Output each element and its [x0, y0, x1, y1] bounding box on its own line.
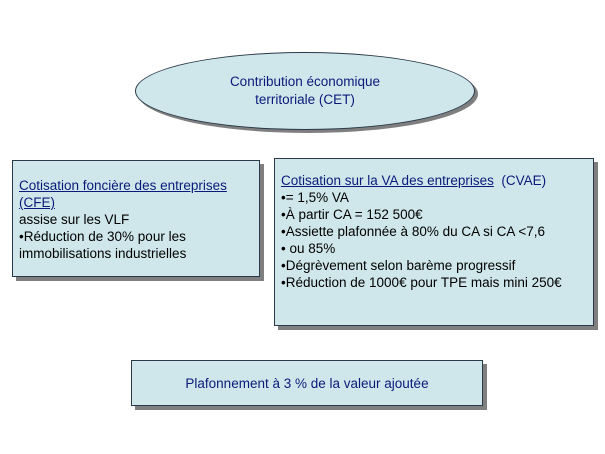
cfe-line-1: assise sur les VLF [19, 212, 130, 227]
cvae-line-6: •Réduction de 1000€ pour TPE mais mini 2… [281, 275, 562, 290]
cvae-title: Cotisation sur la VA des entreprises [281, 173, 494, 188]
cfe-title-line-1: Cotisation foncière des entreprises [19, 178, 227, 193]
cet-title-line-2: territoriale (CET) [255, 92, 355, 107]
cvae-line-5: •Dégrèvement selon barème progressif [281, 258, 516, 273]
cet-title-line-1: Contribution économique [229, 74, 381, 89]
cvae-title-row: Cotisation sur la VA des entreprises (CV… [281, 172, 593, 189]
plafonnement-text: Plafonnement à 3 % de la valeur ajoutée [185, 375, 429, 391]
plafonnement-box: Plafonnement à 3 % de la valeur ajoutée [131, 360, 483, 406]
cfe-line-2: •Réduction de 30% pour les [19, 229, 186, 244]
cvae-line-1: •= 1,5% VA [281, 190, 349, 205]
cvae-line-4: • ou 85% [281, 241, 336, 256]
cvae-line-2: •À partir CA = 152 500€ [281, 207, 423, 222]
cfe-line-3: immobilisations industrielles [19, 246, 187, 261]
cet-ellipse: Contribution économique territoriale (CE… [135, 52, 475, 130]
cfe-title-line-2: (CFE) [19, 195, 55, 210]
cvae-box: Cotisation sur la VA des entreprises (CV… [274, 158, 594, 326]
cvae-line-3: •Assiette plafonnée à 80% du CA si CA <7… [281, 224, 546, 239]
cfe-box: Cotisation foncière des entreprises (CFE… [12, 160, 260, 277]
cvae-title-suffix: (CVAE) [493, 173, 547, 188]
